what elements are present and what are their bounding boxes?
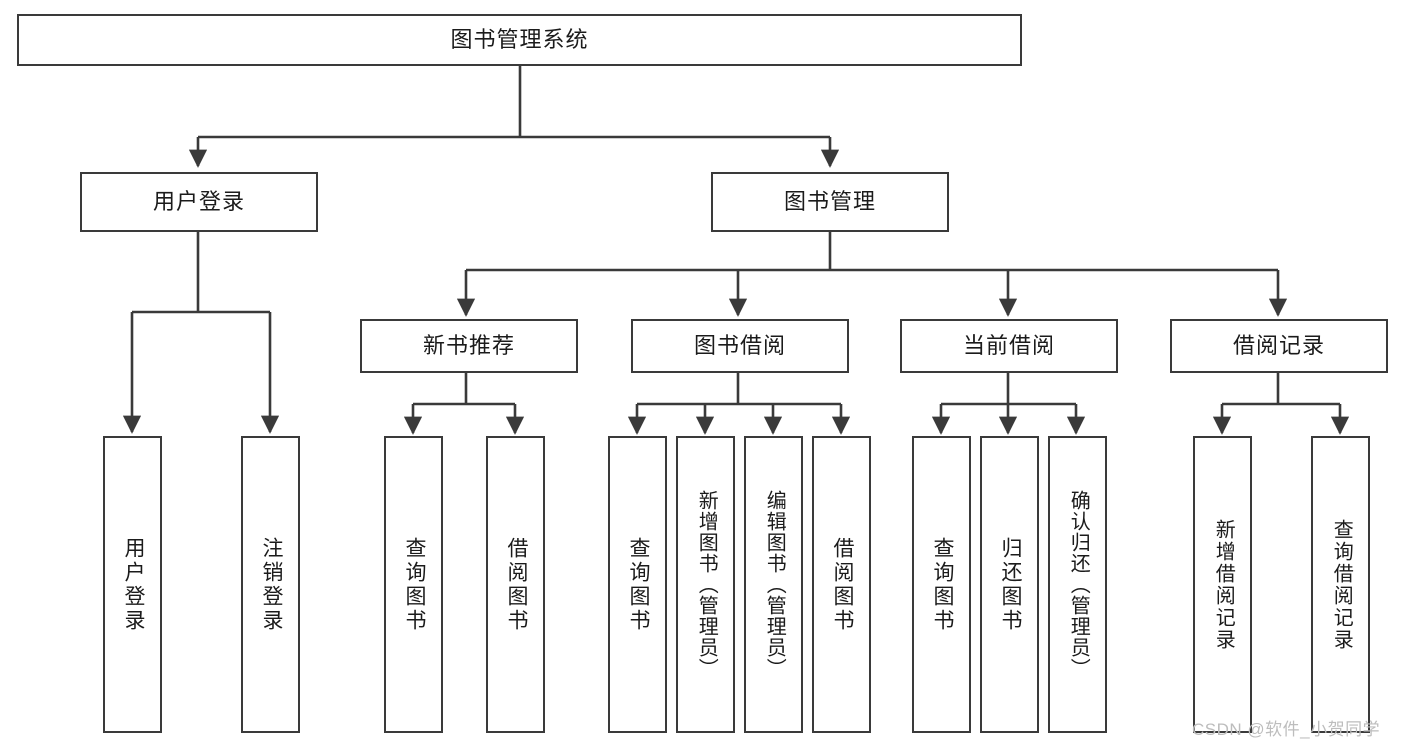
leaf-label: 归还图书	[998, 536, 1022, 633]
node-borrow-record[interactable]: 借阅记录	[1170, 319, 1388, 373]
leaf-label: 查询借阅记录	[1330, 518, 1353, 651]
leaf-current-return-book[interactable]: 归还图书	[980, 436, 1039, 733]
leaf-label: 查询图书	[626, 536, 650, 633]
leaf-current-query-book[interactable]: 查询图书	[912, 436, 971, 733]
leaf-label: 借阅图书	[830, 536, 854, 633]
leaf-label: 注销登录	[259, 536, 283, 633]
watermark-text: CSDN @软件_小贺同学	[1192, 720, 1381, 739]
leaf-label: 新增借阅记录	[1212, 518, 1235, 651]
leaf-user-login-login[interactable]: 用户登录	[103, 436, 162, 733]
leaf-label: 新增图书（管理员）	[695, 490, 718, 679]
leaf-borrow-add-book[interactable]: 新增图书（管理员）	[676, 436, 735, 733]
node-new-book-recommend-label: 新书推荐	[422, 332, 515, 358]
leaf-label: 查询图书	[930, 536, 954, 633]
leaf-record-query[interactable]: 查询借阅记录	[1311, 436, 1370, 733]
leaf-user-login-logout[interactable]: 注销登录	[241, 436, 300, 733]
leaf-current-confirm-return[interactable]: 确认归还（管理员）	[1048, 436, 1107, 733]
node-new-book-recommend[interactable]: 新书推荐	[360, 319, 578, 373]
leaf-borrow-edit-book[interactable]: 编辑图书（管理员）	[744, 436, 803, 733]
leaf-label: 编辑图书（管理员）	[763, 490, 786, 679]
leaf-borrow-borrow-book[interactable]: 借阅图书	[812, 436, 871, 733]
node-borrow-record-label: 借阅记录	[1232, 332, 1325, 358]
leaf-borrow-query-book[interactable]: 查询图书	[608, 436, 667, 733]
node-book-borrow-label: 图书借阅	[693, 332, 786, 358]
leaf-new-book-borrow[interactable]: 借阅图书	[486, 436, 545, 733]
leaf-new-book-query[interactable]: 查询图书	[384, 436, 443, 733]
node-root-label: 图书管理系统	[450, 26, 589, 52]
leaf-label: 查询图书	[402, 536, 426, 633]
node-current-borrow[interactable]: 当前借阅	[900, 319, 1118, 373]
leaf-label: 确认归还（管理员）	[1067, 490, 1090, 679]
node-current-borrow-label: 当前借阅	[962, 332, 1055, 358]
node-book-management[interactable]: 图书管理	[711, 172, 949, 232]
node-user-login-label: 用户登录	[152, 188, 245, 214]
leaf-label: 用户登录	[121, 536, 145, 633]
node-book-management-label: 图书管理	[783, 188, 876, 214]
leaf-record-add[interactable]: 新增借阅记录	[1193, 436, 1252, 733]
node-book-borrow[interactable]: 图书借阅	[631, 319, 849, 373]
node-root[interactable]: 图书管理系统	[17, 14, 1022, 66]
leaf-label: 借阅图书	[504, 536, 528, 633]
node-user-login[interactable]: 用户登录	[80, 172, 318, 232]
